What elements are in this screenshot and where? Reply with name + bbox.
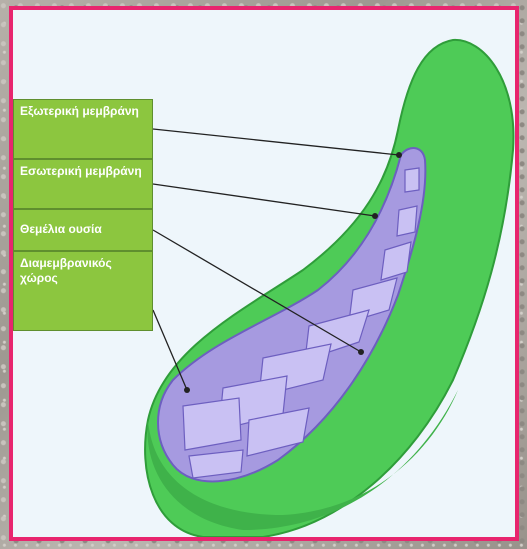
- leader-dot-outer: [396, 152, 402, 158]
- crista-1: [405, 168, 419, 192]
- leader-outer-membrane: [153, 129, 399, 155]
- leader-dot-inner: [372, 213, 378, 219]
- label-matrix: Θεμέλια ουσία: [13, 209, 153, 251]
- label-inner-membrane: Εσωτερική μεμβράνη: [13, 159, 153, 209]
- diagram-frame: Εξωτερική μεμβράνη Εσωτερική μεμβράνη Θε…: [9, 6, 519, 541]
- leader-inner-membrane: [153, 184, 375, 216]
- label-intermembrane-space: Διαμεμβρανικός χώρος: [13, 251, 153, 331]
- leader-dot-intermembrane: [184, 387, 190, 393]
- crista-2: [397, 206, 417, 236]
- leader-dot-matrix: [358, 349, 364, 355]
- label-outer-membrane: Εξωτερική μεμβράνη: [13, 99, 153, 159]
